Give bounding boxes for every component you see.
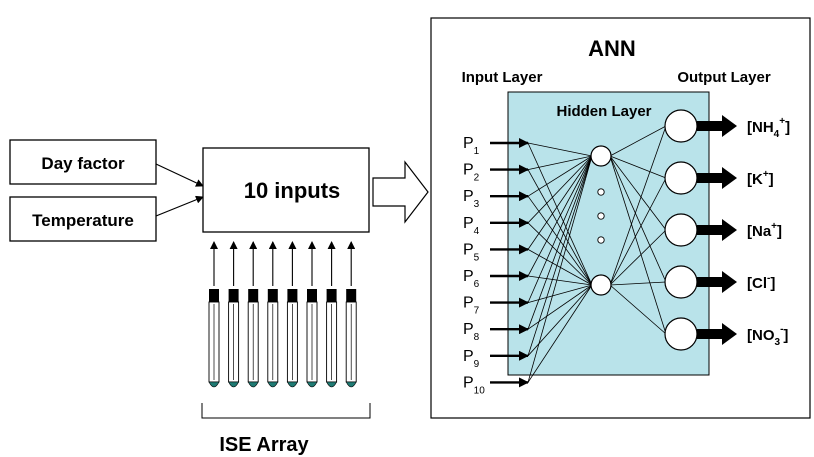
hidden-output-connection — [609, 281, 667, 286]
hidden-layer-label: Hidden Layer — [556, 103, 651, 120]
hidden-layer — [590, 145, 612, 296]
output-label: [Na+] — [747, 221, 782, 240]
input-hidden-connection — [527, 142, 593, 157]
input-node: P3 — [463, 188, 529, 210]
ise-array-label: ISE Array — [219, 434, 309, 456]
output-neuron — [664, 317, 698, 351]
temperature-arrow — [155, 195, 204, 217]
day-factor-label: Day factor — [41, 154, 125, 173]
ann-title: ANN — [588, 36, 636, 61]
input-label: P5 — [463, 241, 480, 263]
hidden-output-connection — [609, 155, 667, 231]
output-node: [K+] — [664, 161, 774, 195]
input-hidden-connection — [527, 155, 593, 303]
input-node: P7 — [463, 295, 529, 317]
temperature-box: Temperature — [9, 196, 157, 242]
output-neuron — [664, 161, 698, 195]
feed-arrow-icon — [372, 160, 429, 224]
ise-electrode — [208, 241, 220, 388]
input-label: P8 — [463, 321, 480, 343]
output-arrow-icon — [697, 115, 737, 137]
output-layer-label: Output Layer — [677, 69, 771, 86]
ellipsis-dot — [597, 212, 605, 220]
output-node: [NO3-] — [664, 317, 788, 351]
input-hidden-connection — [527, 155, 593, 330]
hidden-output-connection — [609, 125, 667, 157]
input-label: P9 — [463, 348, 480, 370]
input-hidden-connection — [527, 155, 593, 277]
hidden-output-connection — [609, 284, 667, 335]
ten-inputs-label: 10 inputs — [244, 178, 341, 203]
output-layer: [NH4+] [K+] [Na+] [Cl-] [NO3-] — [664, 109, 790, 351]
ise-electrode — [286, 241, 298, 388]
hidden-output-connection — [609, 155, 667, 335]
hidden-neuron — [590, 145, 612, 167]
input-hidden-connection — [527, 169, 593, 286]
input-hidden-connection — [527, 155, 593, 356]
output-node: [Cl-] — [664, 265, 775, 299]
network-connections — [527, 125, 667, 383]
day-factor-box: Day factor — [9, 139, 157, 185]
hidden-output-connection — [609, 177, 667, 286]
input-node: P2 — [463, 162, 529, 184]
ise-electrode — [247, 241, 259, 388]
output-arrow-icon — [697, 271, 737, 293]
input-hidden-connection — [527, 155, 593, 250]
ise-bracket — [201, 403, 371, 419]
input-hidden-connection — [527, 284, 593, 383]
input-node: P4 — [463, 215, 529, 237]
ise-array — [208, 241, 357, 388]
input-hidden-connection — [527, 155, 593, 170]
input-hidden-connection — [527, 155, 593, 197]
output-neuron — [664, 265, 698, 299]
input-hidden-connection — [527, 155, 593, 224]
output-neuron — [664, 213, 698, 247]
hidden-neuron — [590, 274, 612, 296]
hidden-output-connection — [609, 155, 667, 283]
output-arrow-icon — [697, 167, 737, 189]
ise-electrode — [326, 241, 338, 388]
input-node: P5 — [463, 241, 529, 263]
input-label: P7 — [463, 295, 480, 317]
hidden-output-connection — [609, 125, 667, 286]
input-node: P10 — [463, 374, 529, 396]
ise-electrode — [228, 241, 240, 388]
output-neuron — [664, 109, 698, 143]
hidden-output-connection — [609, 229, 667, 286]
temperature-label: Temperature — [32, 211, 134, 230]
input-node: P9 — [463, 348, 529, 370]
input-hidden-connection — [527, 142, 593, 286]
input-label: P10 — [463, 374, 485, 396]
output-label: [NO3-] — [747, 324, 788, 348]
input-label: P1 — [463, 135, 480, 157]
output-arrow-icon — [697, 219, 737, 241]
output-label: [K+] — [747, 169, 774, 188]
ise-electrode — [345, 241, 357, 388]
ten-inputs-box: 10 inputs — [202, 147, 370, 233]
input-label: P2 — [463, 162, 480, 184]
hidden-output-connection — [609, 155, 667, 179]
output-node: [Na+] — [664, 213, 782, 247]
input-node: P1 — [463, 135, 529, 157]
input-label: P4 — [463, 215, 480, 237]
output-node: [NH4+] — [664, 109, 790, 143]
input-label: P3 — [463, 188, 480, 210]
ise-electrode — [306, 241, 318, 388]
input-hidden-connection — [527, 195, 593, 286]
ellipsis-dot — [597, 236, 605, 244]
output-arrow-icon — [697, 323, 737, 345]
input-node: P6 — [463, 268, 529, 290]
output-label: [Cl-] — [747, 273, 775, 292]
input-label: P6 — [463, 268, 480, 290]
input-layer-label: Input Layer — [462, 69, 543, 86]
input-hidden-connection — [527, 155, 593, 383]
input-node: P8 — [463, 321, 529, 343]
ellipsis-dot — [597, 188, 605, 196]
ise-electrode — [267, 241, 279, 388]
day-factor-arrow — [155, 163, 204, 187]
output-label: [NH4+] — [747, 116, 790, 140]
